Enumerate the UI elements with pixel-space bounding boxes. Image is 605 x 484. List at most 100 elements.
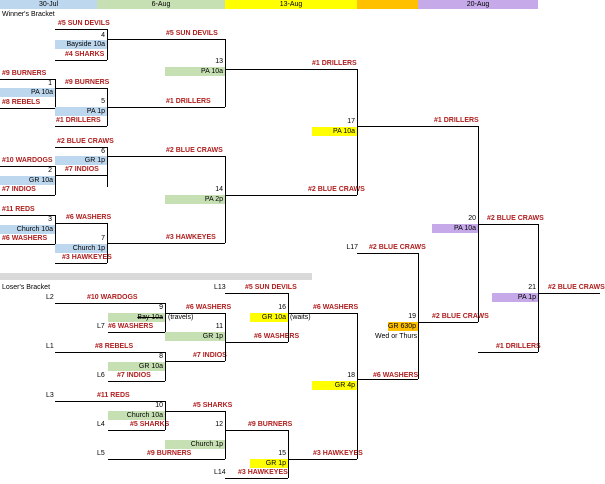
section-divider (0, 273, 312, 280)
team-label: #2 BLUE CRAWS (487, 215, 544, 222)
bracket-line (107, 156, 225, 157)
team-label: #7 INDIOS (2, 186, 36, 193)
game-venue: PA 10a (312, 127, 357, 136)
team-label: #6 WASHERS (254, 333, 300, 340)
game-venue: GR 630p (388, 322, 418, 331)
game-number: 11 (215, 323, 223, 330)
bracket-line (108, 381, 165, 382)
game-number: 4 (101, 32, 105, 39)
team-label: #2 BLUE CRAWS (57, 138, 114, 145)
game-venue: GR 1p (250, 459, 288, 468)
team-label: #2 BLUE CRAWS (369, 244, 426, 251)
bracket-line (225, 195, 357, 196)
bracket-line (225, 411, 226, 459)
bracket-line (418, 253, 419, 379)
game-number: 21 (528, 284, 536, 291)
bracket-line (0, 244, 55, 245)
bracket-line (225, 478, 288, 479)
bracket-line (55, 60, 107, 61)
bracket-line (478, 126, 479, 322)
team-label: #2 BLUE CRAWS (548, 284, 605, 291)
team-label: #10 WARDOGS (2, 157, 53, 164)
bracket-line (107, 147, 108, 187)
bracket-line (165, 401, 166, 430)
loser-ref: L7 (97, 323, 105, 330)
game-venue: PA 1p (492, 293, 538, 302)
game-venue: Church 10a (108, 411, 165, 420)
bracket-line (357, 253, 418, 254)
bracket-line (288, 459, 357, 460)
bracket-line (55, 126, 107, 127)
team-label: #7 INDIOS (117, 372, 151, 379)
date-header-6-aug: 6-Aug (97, 0, 225, 9)
team-label: #2 BLUE CRAWS (308, 186, 365, 193)
bracket-line (357, 69, 358, 195)
team-label: #4 SHARKS (65, 51, 105, 58)
bracket-line (107, 223, 108, 263)
bracket-line (107, 29, 108, 60)
team-label: #6 WASHERS (313, 304, 359, 311)
game-note: Wed or Thurs (375, 333, 418, 340)
loser-ref: L17 (346, 244, 358, 251)
team-label: #1 DRILLERS (312, 60, 357, 67)
team-label: #5 SUN DEVILS (245, 284, 297, 291)
team-label: #5 SUN DEVILS (58, 20, 110, 27)
bracket-line (107, 243, 225, 244)
team-label: #11 REDS (2, 206, 35, 213)
game-number: 12 (215, 421, 223, 428)
game-venue: Church 10a (0, 225, 55, 234)
team-label: #5 SHARKS (193, 402, 233, 409)
bracket-line (225, 430, 288, 431)
bracket-line (55, 215, 56, 244)
bracket-line (288, 293, 289, 342)
bracket-line (55, 303, 165, 304)
team-label: #5 SUN DEVILS (166, 30, 218, 37)
game-venue: Church 1p (55, 244, 107, 253)
game-venue: GR 4p (312, 381, 357, 390)
bracket-line (357, 379, 418, 380)
bracket-line (55, 88, 107, 89)
game-number: 3 (48, 216, 52, 223)
bracket-line (478, 224, 538, 225)
bracket-line (0, 79, 55, 80)
loser-ref: L13 (214, 284, 226, 291)
team-label: #2 BLUE CRAWS (166, 147, 223, 154)
bracket-line (165, 303, 166, 332)
bracket-line (0, 215, 55, 216)
game-number: 2 (48, 167, 52, 174)
game-venue: GR 10a (250, 313, 288, 322)
bracket-line (538, 293, 600, 294)
team-label: #3 HAWKEYES (313, 450, 363, 457)
bracket-line (165, 313, 225, 314)
bracket-line (55, 166, 56, 195)
bracket-line (165, 352, 166, 381)
game-number: 16 (278, 304, 286, 311)
game-number: 5 (101, 98, 105, 105)
game-venue: PA 10a (432, 224, 478, 233)
team-label: #6 WASHERS (108, 323, 154, 330)
game-venue: GR 1p (165, 332, 225, 341)
game-number: 15 (278, 450, 286, 457)
loser-ref: L4 (97, 421, 105, 428)
bracket-line (55, 223, 107, 224)
game-number: 9 (159, 304, 163, 311)
bracket-line (225, 39, 226, 107)
bracket-line (55, 263, 107, 264)
bracket-line (357, 313, 358, 459)
bracket-line (418, 322, 478, 323)
bracket-line (357, 126, 478, 127)
loser-ref: L14 (214, 469, 226, 476)
game-note: (travels) (168, 314, 194, 321)
bracket-line (55, 29, 107, 30)
game-venue: GR 1p (55, 156, 107, 165)
team-label: #9 BURNERS (248, 421, 293, 428)
winners-bracket-title: Winner's Bracket (2, 11, 55, 18)
bracket-line (165, 361, 225, 362)
game-number: 18 (347, 372, 355, 379)
bracket-line (538, 224, 539, 352)
bracket-line (165, 411, 225, 412)
date-header-13-aug: 13-Aug (225, 0, 357, 9)
team-label: #8 REBELS (2, 99, 41, 106)
game-venue: PA 2p (165, 195, 225, 204)
game-venue: PA 1p (55, 107, 107, 116)
